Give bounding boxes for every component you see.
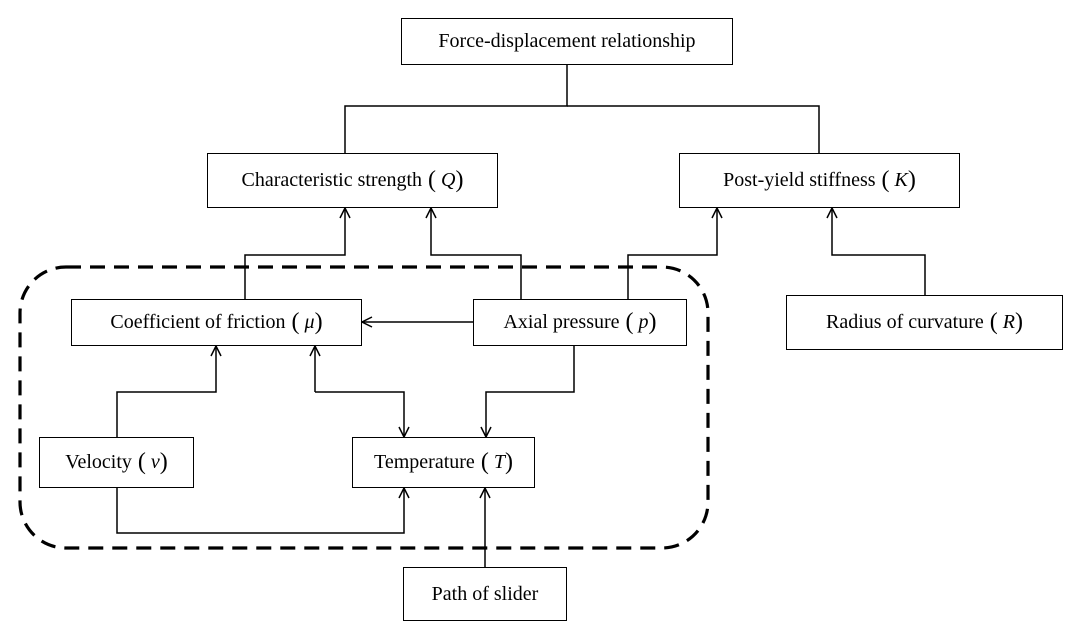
- edge-radius-to-post-yield-stiffness: [832, 208, 926, 295]
- node-label: Force-displacement relationship: [438, 30, 696, 52]
- node-label: Coefficient of friction: [110, 311, 286, 333]
- node-axial-pressure: Axial pressure (p): [473, 299, 687, 346]
- node-symbol: R: [1002, 311, 1015, 333]
- edge-velocity-to-friction: [116, 346, 216, 437]
- edge-force-to-characteristic-strength: [344, 64, 568, 153]
- node-label: Post-yield stiffness: [723, 169, 876, 191]
- node-symbol: Q: [441, 169, 456, 191]
- node-radius-of-curvature: Radius of curvature (R): [786, 295, 1063, 350]
- node-label: Radius of curvature: [826, 311, 984, 333]
- node-characteristic-strength: Characteristic strength (Q): [207, 153, 498, 208]
- node-path-of-slider: Path of slider: [403, 567, 567, 621]
- node-label: Characteristic strength: [241, 169, 423, 191]
- edge-force-to-post-yield-stiffness: [567, 105, 820, 153]
- edge-friction-to-temperature: [315, 391, 404, 437]
- node-symbol: p: [638, 311, 649, 333]
- node-temperature: Temperature (T): [352, 437, 535, 488]
- node-label: Path of slider: [431, 582, 539, 605]
- node-velocity: Velocity (v): [39, 437, 194, 488]
- node-symbol: T: [493, 451, 505, 473]
- node-force-displacement: Force-displacement relationship: [401, 18, 733, 65]
- influence-group-boundary: [18, 265, 710, 550]
- node-label: Temperature: [374, 451, 475, 473]
- node-symbol: v: [150, 451, 160, 473]
- node-symbol: μ: [304, 311, 315, 333]
- node-label: Velocity: [65, 451, 132, 473]
- node-symbol: K: [894, 169, 908, 191]
- edge-velocity-to-temperature: [116, 487, 404, 534]
- edge-friction-to-characteristic-strength: [244, 208, 345, 299]
- edge-pressure-to-characteristic-strength: [431, 208, 522, 299]
- edge-pressure-to-post-yield-stiffness: [627, 208, 717, 299]
- edge-pressure-to-temperature: [486, 346, 575, 437]
- node-coefficient-of-friction: Coefficient of friction (μ): [71, 299, 362, 346]
- node-post-yield-stiffness: Post-yield stiffness (K): [679, 153, 960, 208]
- node-label: Axial pressure: [503, 311, 620, 333]
